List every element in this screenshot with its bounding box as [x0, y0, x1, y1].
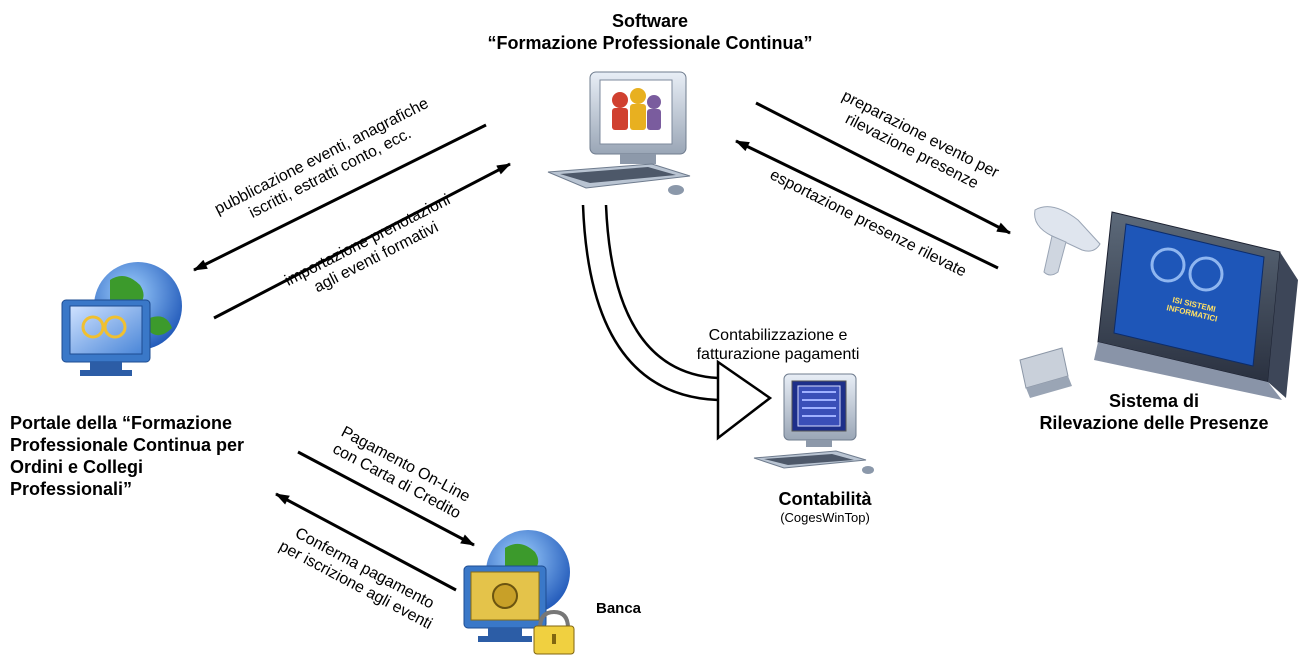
accounting-subtitle: (CogesWinTop)	[780, 510, 870, 525]
software-title-line1: Software	[611, 11, 689, 31]
attendance-title-line1: Sistema di	[1108, 391, 1200, 411]
arrow-import	[213, 162, 511, 320]
accounting-flow-label-line2: fatturazione pagamenti	[696, 346, 860, 363]
portal-title: Portale della “Formazione Professionale …	[10, 412, 310, 500]
arrow-publish	[193, 123, 487, 272]
bank-title: Banca	[596, 600, 642, 617]
arrow-prep	[755, 101, 1011, 235]
accounting-title: Contabilità (CogesWinTop)	[730, 488, 920, 525]
software-computer-icon	[547, 71, 691, 195]
portal-title-line3: Ordini e Collegi	[10, 457, 144, 477]
attendance-title: Sistema di Rilevazione delle Presenze	[1008, 390, 1300, 434]
accounting-flow-label-line1: Contabilizzazione e	[708, 327, 848, 344]
portal-globe-icon	[61, 262, 182, 376]
accounting-flow-label: Contabilizzazione e fatturazione pagamen…	[668, 326, 888, 364]
accounting-title-text: Contabilità	[778, 489, 872, 509]
software-title: Software “Formazione Professionale Conti…	[440, 10, 860, 54]
arrow-export	[735, 139, 999, 270]
attendance-terminal-icon	[1019, 206, 1298, 400]
arrow-confirm	[275, 492, 457, 592]
software-title-line2: “Formazione Professionale Continua”	[487, 33, 813, 53]
attendance-title-line2: Rilevazione delle Presenze	[1039, 413, 1269, 433]
portal-title-line1: Portale della “Formazione	[10, 413, 233, 433]
arrow-payment	[297, 450, 475, 547]
arrow-accounting-flow	[581, 204, 773, 441]
portal-title-line4: Professionali”	[10, 479, 133, 499]
bank-computer-icon	[463, 530, 575, 655]
portal-title-line2: Professionale Continua per	[10, 435, 245, 455]
accounting-computer-icon	[753, 373, 874, 474]
